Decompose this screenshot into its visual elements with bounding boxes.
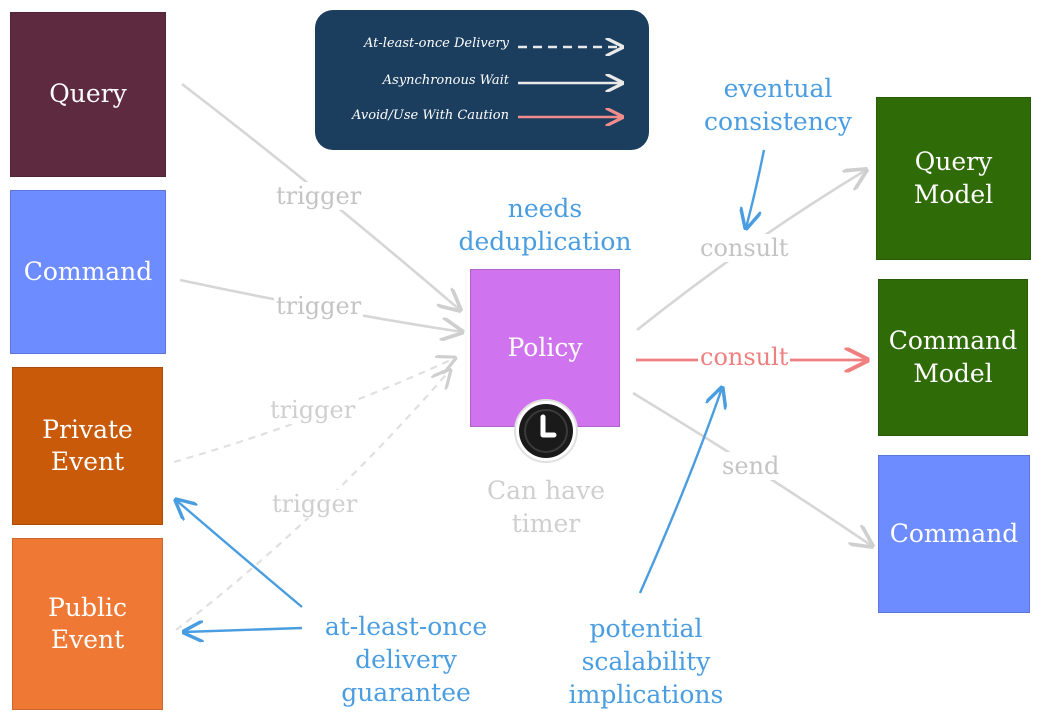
annotation-arrow-to-public-event xyxy=(184,628,303,632)
clock-icon xyxy=(514,399,578,463)
legend-panel: At-least-once Delivery Asynchronous Wait… xyxy=(315,10,649,150)
command-box-left: Command xyxy=(10,190,166,354)
edge-label-send-command: send xyxy=(720,452,782,480)
public-event-box: Public Event xyxy=(12,538,163,710)
edge-label-consult-command-model: consult xyxy=(698,343,791,371)
edge-label-trigger-public: trigger xyxy=(270,490,360,518)
edge-label-trigger-command: trigger xyxy=(274,292,364,320)
edge-label-trigger-query: trigger xyxy=(274,182,364,210)
legend-label-avoid-caution: Avoid/Use With Caution xyxy=(351,108,509,123)
command-model-box: Command Model xyxy=(878,279,1028,436)
note-at-least-once-delivery: at-least-once delivery guarantee xyxy=(324,612,488,707)
note-can-have-timer: Can have timer xyxy=(486,476,605,538)
note-eventual-consistency: eventual consistency xyxy=(704,74,852,136)
note-scalability-implications: potential scalability implications xyxy=(568,614,724,709)
legend-label-asynchronous-wait: Asynchronous Wait xyxy=(382,73,509,88)
query-model-box: Query Model xyxy=(876,97,1031,260)
note-needs-deduplication: needs deduplication xyxy=(458,194,632,256)
command-box-right: Command xyxy=(878,455,1030,613)
annotation-arrow-eventual-consistency xyxy=(746,149,766,228)
annotation-arrow-scalability xyxy=(638,388,722,594)
edge-label-consult-query-model: consult xyxy=(698,234,791,262)
legend-swatches xyxy=(518,10,649,150)
legend-label-at-least-once: At-least-once Delivery xyxy=(364,36,509,51)
private-event-box: Private Event xyxy=(12,367,163,525)
edge-label-trigger-private: trigger xyxy=(268,396,358,424)
arrow-private-event-to-policy xyxy=(173,358,455,464)
annotation-arrow-to-private-event xyxy=(176,500,303,608)
query-box: Query xyxy=(10,12,166,177)
